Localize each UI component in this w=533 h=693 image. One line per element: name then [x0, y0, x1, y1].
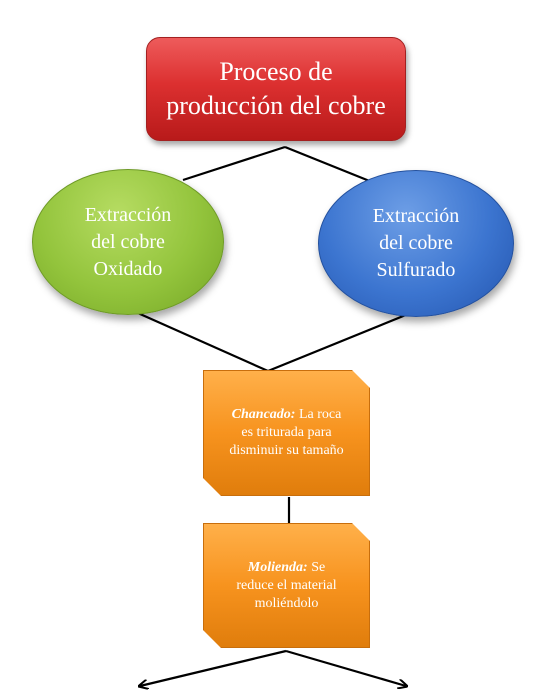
- sulfurado-line-3: Sulfurado: [376, 259, 456, 281]
- connector-title-to-oxidado: [182, 145, 286, 182]
- sulfurado-line-1: Extracción: [372, 205, 460, 227]
- connector-sulfurado-to-chancado: [267, 308, 419, 373]
- chancado-term: Chancado:: [231, 407, 296, 422]
- connector-oxidado-to-chancado: [121, 304, 269, 373]
- chancado-line-2: es triturada para: [241, 425, 332, 440]
- connector-title-to-sulfurado: [284, 145, 373, 184]
- oxidado-node: Extracción del cobre Oxidado: [32, 169, 224, 315]
- chancado-line-1-rest: La roca: [295, 407, 342, 422]
- title-box: Proceso de producción del cobre: [146, 37, 406, 141]
- sulfurado-node: Extracción del cobre Sulfurado: [318, 170, 514, 317]
- oxidado-line-1: Extracción: [84, 203, 172, 226]
- arrow-right: [285, 649, 406, 686]
- molienda-line-3: moliéndolo: [254, 595, 319, 611]
- title-line-1: Proceso de: [219, 57, 333, 86]
- sulfurado-line-2: del cobre: [379, 232, 453, 254]
- chancado-line-1: Chancado: La roca: [229, 406, 343, 424]
- title-line-2: producción del cobre: [166, 91, 386, 120]
- oxidado-line-2: del cobre: [91, 230, 165, 253]
- chancado-step: Chancado: La roca es triturada para dism…: [203, 370, 370, 496]
- molienda-line-2: reduce el material: [236, 577, 337, 593]
- arrow-left: [140, 649, 287, 686]
- chancado-line-3: disminuir su tamaño: [229, 443, 344, 458]
- molienda-step: Molienda: Se reduce el material moliéndo…: [203, 523, 370, 648]
- molienda-line-1-rest: Se: [307, 559, 326, 575]
- oxidado-line-3: Oxidado: [93, 257, 163, 280]
- molienda-term: Molienda:: [247, 559, 308, 575]
- molienda-line-1: Molienda: Se: [236, 559, 336, 577]
